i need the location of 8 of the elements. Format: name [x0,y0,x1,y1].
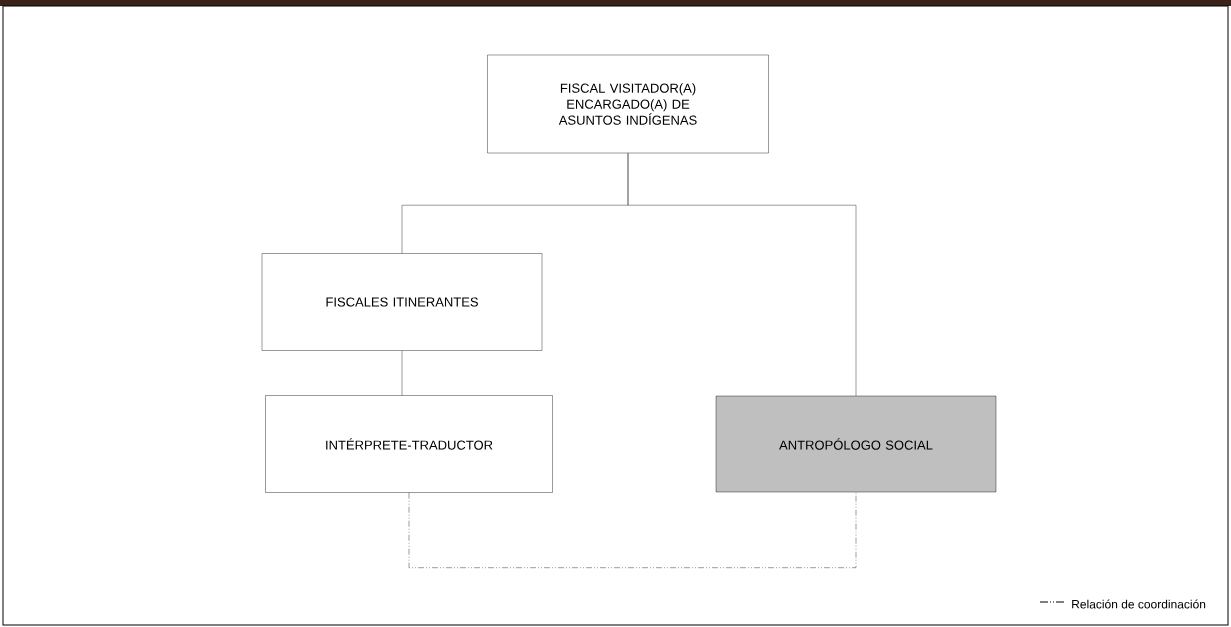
legend-label: Relación de coordinación [1072,599,1206,609]
org-box: FISCAL VISITADOR(A) ENCARGADO(A) DE ASUNTOS INDÍGENAS [487,54,769,154]
org-box: INTÉRPRETE-TRADUCTOR [265,395,553,493]
connector-line [408,492,857,568]
connector-line [401,350,403,396]
org-box: ANTROPÓLOGO SOCIAL [715,395,997,493]
connector-line [627,153,857,396]
org-box: FISCALES ITINERANTES [261,253,543,351]
